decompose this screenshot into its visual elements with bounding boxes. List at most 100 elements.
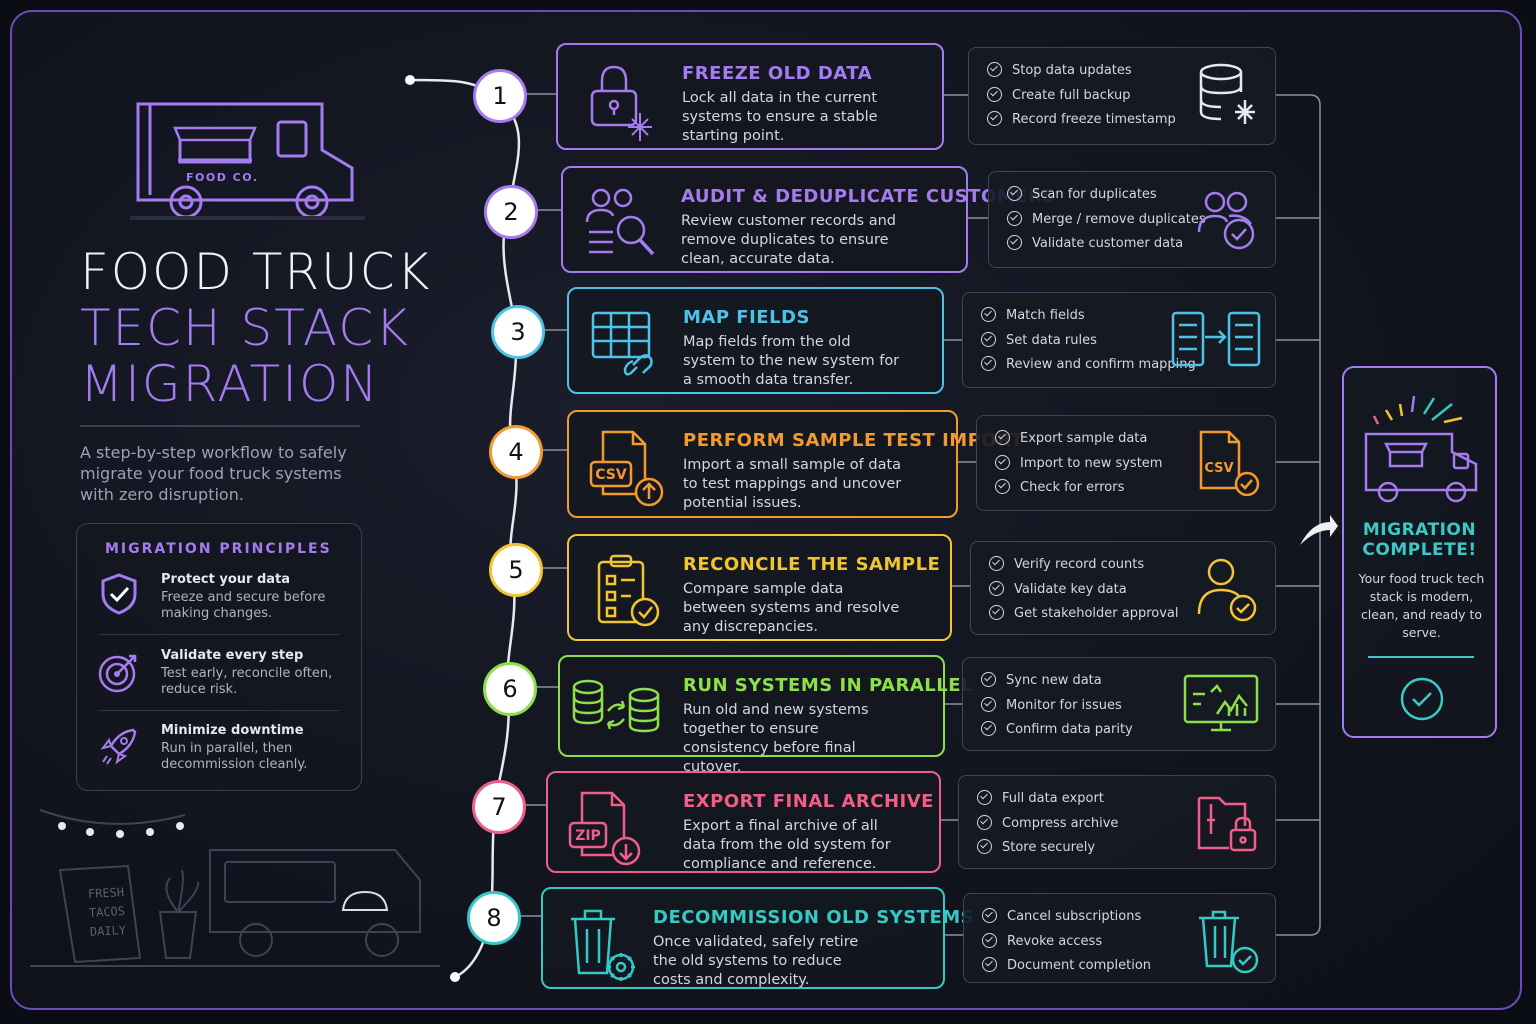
checklist-3: Match fields Set data rules Review and c… <box>962 292 1276 388</box>
food-truck-illustration <box>130 102 365 220</box>
csv-label: CSV <box>1204 461 1233 476</box>
title-line-1: FOOD TRUCK <box>80 243 432 301</box>
step-card-3: MAP FIELDS Map fields from the old syste… <box>567 287 944 394</box>
subtitle: A step-by-step workflow to safely migrat… <box>80 443 347 504</box>
monitor-chart-icon <box>1183 674 1259 732</box>
csv-label: CSV <box>595 467 627 483</box>
checklist-item: Full data export <box>977 790 1118 815</box>
checklist-1: Stop data updates Create full backup Rec… <box>968 47 1276 145</box>
zip-label: ZIP <box>575 828 601 844</box>
field-mapping-icon <box>1171 311 1261 367</box>
sign-line-3: DAILY <box>89 923 127 939</box>
migration-complete-panel: MIGRATION COMPLETE! Your food truck tech… <box>1342 366 1497 738</box>
principle-item-1: Protect your data Freeze and secure befo… <box>161 572 351 622</box>
step-title: AUDIT & DEDUPLICATE CUSTOMERS <box>681 186 1056 207</box>
step-card-7: ZIP EXPORT FINAL ARCHIVE Export a final … <box>546 771 941 873</box>
principles-panel: MIGRATION PRINCIPLES Protect your data F… <box>76 523 362 791</box>
step-title: PERFORM SAMPLE TEST IMPORT <box>683 430 1024 451</box>
step-number-2: 2 <box>484 185 538 239</box>
timeline-end-dot <box>450 972 460 982</box>
step-title: EXPORT FINAL ARCHIVE <box>683 791 934 812</box>
step-card-6: RUN SYSTEMS IN PARALLEL Run old and new … <box>558 655 972 775</box>
checklist-item: Validate key data <box>989 580 1179 606</box>
checklist-item: Record freeze timestamp <box>987 111 1176 136</box>
step-description: Lock all data in the current systems to … <box>682 90 878 144</box>
lock-snowflake-icon <box>590 65 652 141</box>
checklist-item: Compress archive <box>977 814 1118 840</box>
step-number-7: 7 <box>472 780 526 834</box>
checklist-item: Validate customer data <box>1007 235 1206 260</box>
target-icon <box>98 654 137 693</box>
trash-check-icon <box>1199 910 1259 974</box>
step-card-8: DECOMMISSION OLD SYSTEMS Once validated,… <box>541 887 974 989</box>
trash-gear-icon <box>571 909 635 981</box>
step-description: Once validated, safely retire the old sy… <box>653 934 859 988</box>
step-number-8: 8 <box>467 891 521 945</box>
timeline-path <box>409 78 521 979</box>
title-line-3: MIGRATION <box>80 355 380 413</box>
street-scene-illustration <box>30 809 440 967</box>
checklist-item: Import to new system <box>995 454 1162 480</box>
step-card-1: FREEZE OLD DATA Lock all data in the cur… <box>556 43 944 150</box>
step-description: Export a final archive of all data from … <box>683 818 891 872</box>
checklist-item: Merge / remove duplicates <box>1007 210 1206 236</box>
celebration-truck-icon <box>1364 395 1478 503</box>
step-card-4: CSV PERFORM SAMPLE TEST IMPORT Import a … <box>567 410 1023 518</box>
checklist-5: Verify record counts Validate key data G… <box>970 541 1276 635</box>
step-description: Review customer records and remove dupli… <box>681 213 896 267</box>
checklist-item: Cancel subscriptions <box>982 908 1151 933</box>
checklist-item: Stop data updates <box>987 62 1176 87</box>
users-search-icon <box>585 188 655 256</box>
checklist-item: Monitor for issues <box>981 696 1133 722</box>
database-snowflake-icon <box>1199 63 1255 124</box>
checklist-2: Scan for duplicates Merge / remove dupli… <box>988 171 1276 268</box>
checklist-8: Cancel subscriptions Revoke access Docum… <box>963 893 1276 983</box>
databases-sync-icon <box>572 679 660 733</box>
principle-heading: Protect your data <box>161 572 291 587</box>
step-title: RECONCILE THE SAMPLE <box>683 554 941 575</box>
truck-label: FOOD CO. <box>186 171 259 184</box>
zip-download-icon: ZIP <box>568 791 641 866</box>
checklist-6: Sync new data Monitor for issues Confirm… <box>962 657 1276 751</box>
checklist-item: Store securely <box>977 839 1118 864</box>
checklist-item: Get stakeholder approval <box>989 605 1179 630</box>
checklist-item: Match fields <box>981 307 1196 332</box>
connector-lines <box>519 93 1321 936</box>
step-number-1: 1 <box>473 69 527 123</box>
complete-title: MIGRATION COMPLETE! <box>1362 520 1477 560</box>
checklist-item: Confirm data parity <box>981 721 1133 746</box>
principle-heading: Minimize downtime <box>161 723 304 738</box>
step-card-5: RECONCILE THE SAMPLE Compare sample data… <box>567 534 952 641</box>
checklist-7: Full data export Compress archive Store … <box>958 775 1276 869</box>
principle-body: Test early, reconcile often, reduce risk… <box>161 666 333 697</box>
step-description: Import a small sample of data to test ma… <box>683 457 902 511</box>
checklist-4: Export sample data Import to new system … <box>976 415 1276 511</box>
checklist-item: Check for errors <box>995 479 1162 504</box>
checklist-item: Sync new data <box>981 672 1133 697</box>
principle-heading: Validate every step <box>161 648 304 663</box>
csv-check-icon: CSV <box>1199 430 1260 496</box>
principle-divider <box>99 710 339 711</box>
checklist-item: Scan for duplicates <box>1007 186 1206 211</box>
step-number-3: 3 <box>491 305 545 359</box>
checklist-item: Create full backup <box>987 86 1176 112</box>
principle-divider <box>99 634 339 635</box>
sign-text: FRESH TACOS DAILY <box>77 883 138 943</box>
step-number-5: 5 <box>489 543 543 597</box>
step-card-2: AUDIT & DEDUPLICATE CUSTOMERS Review cus… <box>561 166 1055 273</box>
step-description: Run old and new systems together to ensu… <box>683 702 869 775</box>
checklist-item: Export sample data <box>995 430 1162 455</box>
checklist-item: Verify record counts <box>989 556 1179 581</box>
checklist-item: Revoke access <box>982 932 1151 958</box>
complete-description: Your food truck tech stack is modern, cl… <box>1358 571 1485 640</box>
step-title: DECOMMISSION OLD SYSTEMS <box>653 907 975 928</box>
step-description: Compare sample data between systems and … <box>683 581 900 635</box>
title-line-2: TECH STACK <box>80 299 410 357</box>
timeline-start-dot <box>405 75 415 85</box>
clipboard-check-icon <box>597 554 660 627</box>
checklist-item: Document completion <box>982 957 1151 982</box>
user-check-icon <box>1197 558 1257 622</box>
step-title: RUN SYSTEMS IN PARALLEL <box>683 675 973 696</box>
principles-title: MIGRATION PRINCIPLES <box>105 541 332 557</box>
